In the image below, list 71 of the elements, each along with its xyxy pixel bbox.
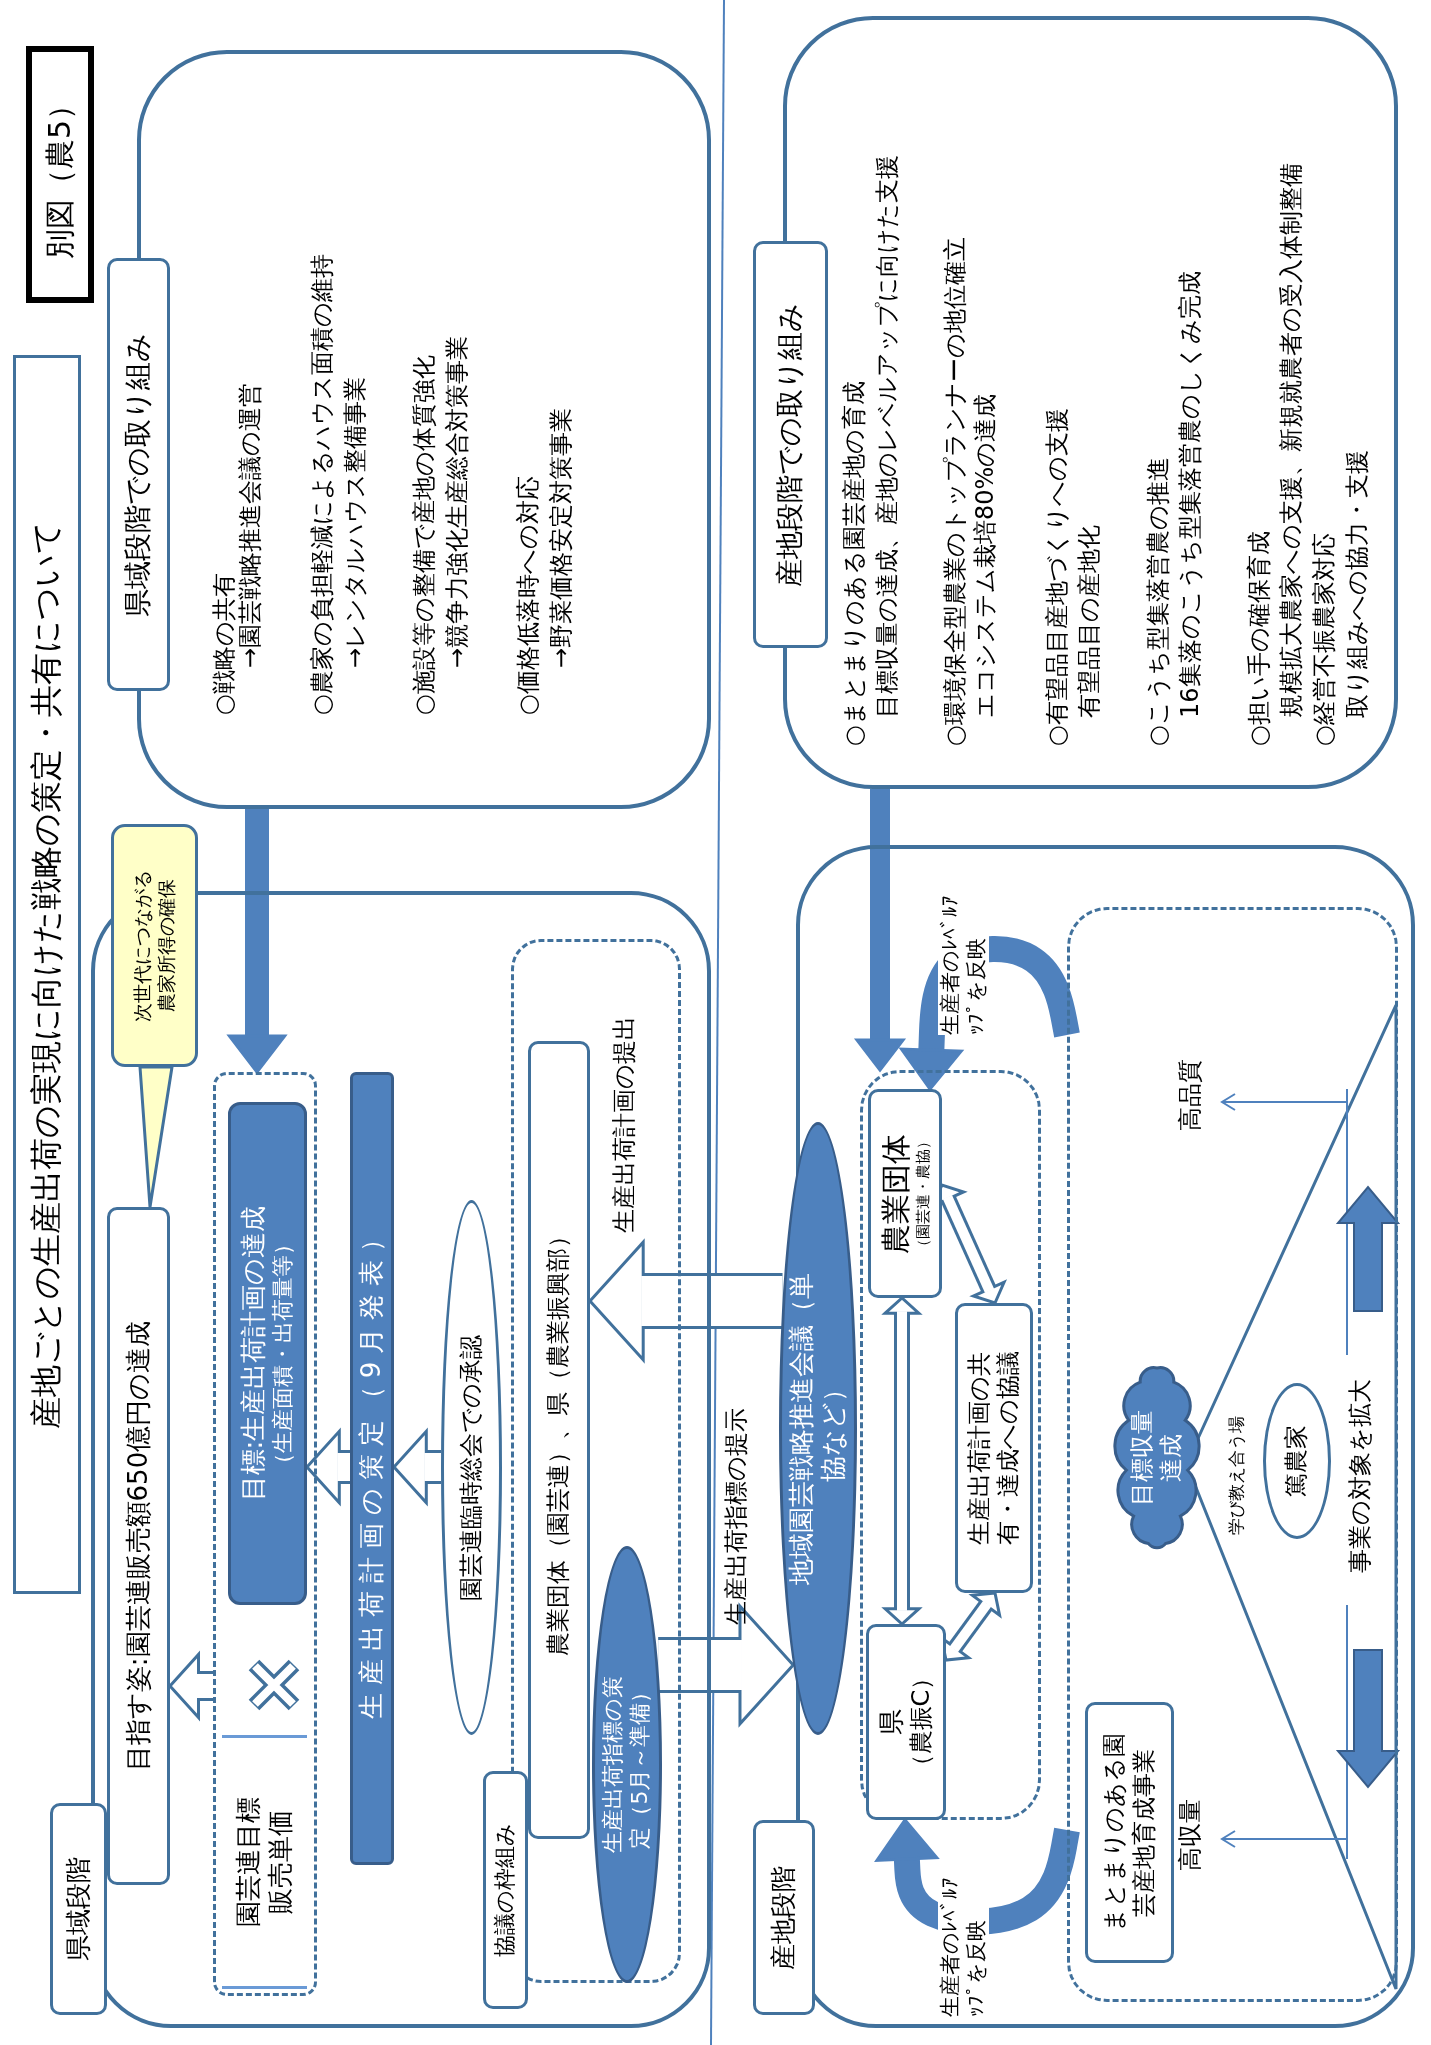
- bullet-text: 規模拡大農家への支援、新規就農者の受入体制整備: [1276, 163, 1306, 718]
- callout-tail: [138, 1065, 174, 1209]
- box-text: 農業団体（園芸連）、県（農業振興部）: [544, 1224, 574, 1656]
- bullet-text: 取り組みへの協力・支援: [1342, 450, 1372, 718]
- box-text: 別図（農5）: [41, 89, 78, 260]
- dashed-group: [1067, 907, 1398, 2002]
- diagram-label: 高収量: [1176, 1798, 1205, 1873]
- bullet-text: ○環境保全型農業のトップランナーの地位確立: [940, 237, 970, 746]
- bullet-text: →競争力強化生産総合対策事業: [442, 335, 472, 668]
- bullet-text: ○有望品目産地づくりへの支援: [1042, 408, 1072, 746]
- box-text: まとまりのある園芸産地育成事業: [1100, 1732, 1159, 1933]
- curved-arrow: [875, 1818, 1080, 1935]
- goal-box: [107, 1207, 170, 1885]
- bullet-text: ○経営不振農家対応: [1309, 533, 1339, 746]
- bullet-text: 16集落のこうち型集落営農のしくみ完成: [1175, 271, 1205, 718]
- box-text: 園芸連目標販売単価: [232, 1796, 296, 1929]
- program-box: [1085, 1702, 1174, 1963]
- tab-heading: 県域段階: [50, 1803, 107, 2015]
- edge-label: 生産者のﾚﾍﾞﾙｱｯﾌﾟを反映: [938, 895, 990, 1035]
- callout-bubble: [111, 824, 198, 1067]
- tab-heading: 県域段階での取り組み: [107, 258, 170, 691]
- diagram-label: 学び教え合う場: [1226, 1414, 1247, 1537]
- box-text: 生産出荷計画の策定（9月発表）: [356, 1217, 388, 1720]
- box-text: 県: [875, 1709, 907, 1735]
- box-text: 生産出荷計画の共有・達成への協議: [964, 1350, 1023, 1547]
- organization-box: [868, 1089, 942, 1298]
- box-text: 地域園芸戦略推進会議（単協など）: [786, 1271, 849, 1587]
- target-box: [228, 1102, 307, 1605]
- tab-heading: 協議の枠組み: [483, 1771, 528, 2009]
- bullet-text: エコシステム栽培80%の達成: [970, 393, 1000, 718]
- bullet-text: ○価格低落時への対応: [513, 476, 543, 715]
- diagram-label: 事業の対象を拡大: [1346, 1378, 1375, 1575]
- tab-heading: 産地段階での取り組み: [753, 241, 828, 648]
- edge-label: 生産出荷計画の提出: [610, 1015, 639, 1233]
- box-text: 次世代につながる農家所得の確保: [131, 868, 178, 1024]
- box-text: 目指す姿:園芸連販売額650億円の達成: [122, 1320, 154, 1772]
- bullet-text: →レンタルハウス整備事業: [340, 376, 370, 668]
- dashed-group: [860, 1070, 1041, 1820]
- bullet-text: ○戦略の共有: [209, 573, 238, 715]
- box-text: 篤農家: [1282, 1425, 1312, 1497]
- bullet-text: ○担い手の確保育成: [1244, 531, 1274, 746]
- edge-label: 生産者のﾚﾍﾞﾙｱｯﾌﾟを反映: [938, 1877, 990, 2017]
- arrow: [227, 809, 287, 1074]
- goal-group-box: [213, 1072, 317, 1996]
- bullet-text: →園芸戦略推進会議の運営: [236, 382, 265, 668]
- bullet-text: ○施設等の整備で産地の体質強化: [409, 355, 439, 715]
- box-text: （園芸連・農協）: [914, 1133, 933, 1254]
- curved-arrow: [899, 936, 1080, 1091]
- participants-box: [528, 1041, 590, 1839]
- tab-heading: 産地段階: [753, 1820, 815, 2015]
- bullet-text: 目標収量の達成、産地のレベルアップに向けた支援: [872, 155, 902, 718]
- bullet-text: →野菜価格安定対策事業: [546, 407, 576, 668]
- plan-bar: [350, 1072, 394, 1865]
- box-text: 目標:生産出荷計画の達成: [238, 1205, 270, 1502]
- bullet-text: ○農家の負担軽減によるハウス面積の維持: [307, 254, 337, 715]
- figure-number-box: [26, 46, 94, 303]
- indicator-ellipse: [592, 1546, 662, 1983]
- bullet-text: ○こうち型集落営農の推進: [1143, 457, 1173, 746]
- box-text: 目標収量達成: [1127, 1408, 1186, 1508]
- box-text: （農振C）: [907, 1665, 937, 1779]
- prefecture-box: [866, 1624, 946, 1820]
- box-text: 農業団体: [877, 1133, 914, 1254]
- box-text: 生産出荷指標の策定（5月～準備）: [600, 1675, 653, 1855]
- bullet-text: ○まとまりのある園芸産地の育成: [839, 381, 869, 746]
- consultation-box: [955, 1303, 1033, 1593]
- bullet-text: 有望品目の産地化: [1074, 525, 1104, 718]
- box-text: （生産面積・出荷量等）: [269, 1232, 296, 1475]
- box-text: 園芸連臨時総会での承認: [456, 1334, 486, 1601]
- edge-label: 生産出荷指標の提示: [722, 1407, 751, 1625]
- title: 産地ごとの生産出荷の実現に向けた戦略の策定・共有について: [13, 355, 81, 1594]
- diagram-label: 高品質: [1176, 1058, 1205, 1133]
